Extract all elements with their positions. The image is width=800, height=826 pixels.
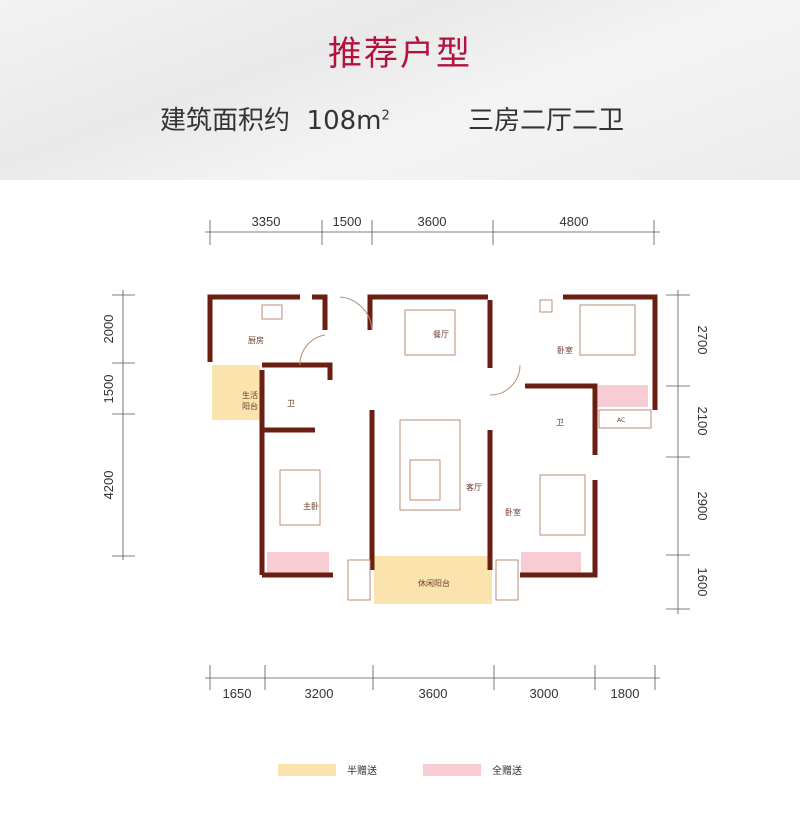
dim-right-3: 2900 [695,492,710,521]
dimension-lines [112,220,690,690]
room-utility-balcony-1: 生活 [242,390,258,400]
bedroom2-bay-window [521,552,581,574]
layout-type: 三房二厅二卫 [468,106,625,136]
dim-top-2: 1500 [333,214,362,229]
dim-right-1: 2700 [695,326,710,355]
dim-bottom-4: 3000 [530,686,559,701]
dim-top-4: 4800 [560,214,589,229]
legend-swatch-full [423,764,481,776]
room-master-bedroom: 主卧 [303,501,319,511]
page-title: 推荐户型 [328,34,472,74]
area-unit: 2 [381,108,390,124]
leisure-balcony-area [374,556,492,604]
dim-right-4: 1600 [695,568,710,597]
legend-swatch-half [278,764,336,776]
room-leisure-balcony: 休闲阳台 [418,578,450,588]
legend-label-half: 半赠送 [347,764,377,777]
dim-left-3: 4200 [101,471,116,500]
dim-bottom-1: 1650 [223,686,252,701]
room-bath-2: 卫 [556,418,564,427]
room-kitchen: 厨房 [248,335,264,345]
area-value: 108m [306,106,382,136]
ac-label: AC [617,417,625,424]
dim-left-1: 2000 [101,315,116,344]
dim-bottom-5: 1800 [611,686,640,701]
room-bedroom-1: 卧室 [557,345,573,355]
room-bath-1: 卫 [287,399,295,408]
room-labels: 厨房 生活 阳台 卫 主卧 餐厅 客厅 休闲阳台 卧室 卫 卧室 AC [242,330,625,588]
dim-bottom-3: 3600 [419,686,448,701]
area-info: 建筑面积约 108m2 [160,100,390,137]
dim-top-1: 3350 [252,214,281,229]
dim-bottom-2: 3200 [305,686,334,701]
dim-right-2: 2100 [695,407,710,436]
dim-top-3: 3600 [418,214,447,229]
area-label: 建筑面积约 [160,106,291,136]
room-utility-balcony-2: 阳台 [242,401,258,411]
room-dining: 餐厅 [433,330,449,339]
dim-left-2: 1500 [101,375,116,404]
utility-balcony-area [212,365,260,420]
bedroom1-bay-window [598,385,648,407]
master-bay-window [267,552,329,574]
room-bedroom-2: 卧室 [505,507,521,517]
room-living: 客厅 [466,482,482,492]
fixtures [261,296,652,601]
header-background [0,0,800,180]
legend-label-full: 全赠送 [492,764,522,777]
